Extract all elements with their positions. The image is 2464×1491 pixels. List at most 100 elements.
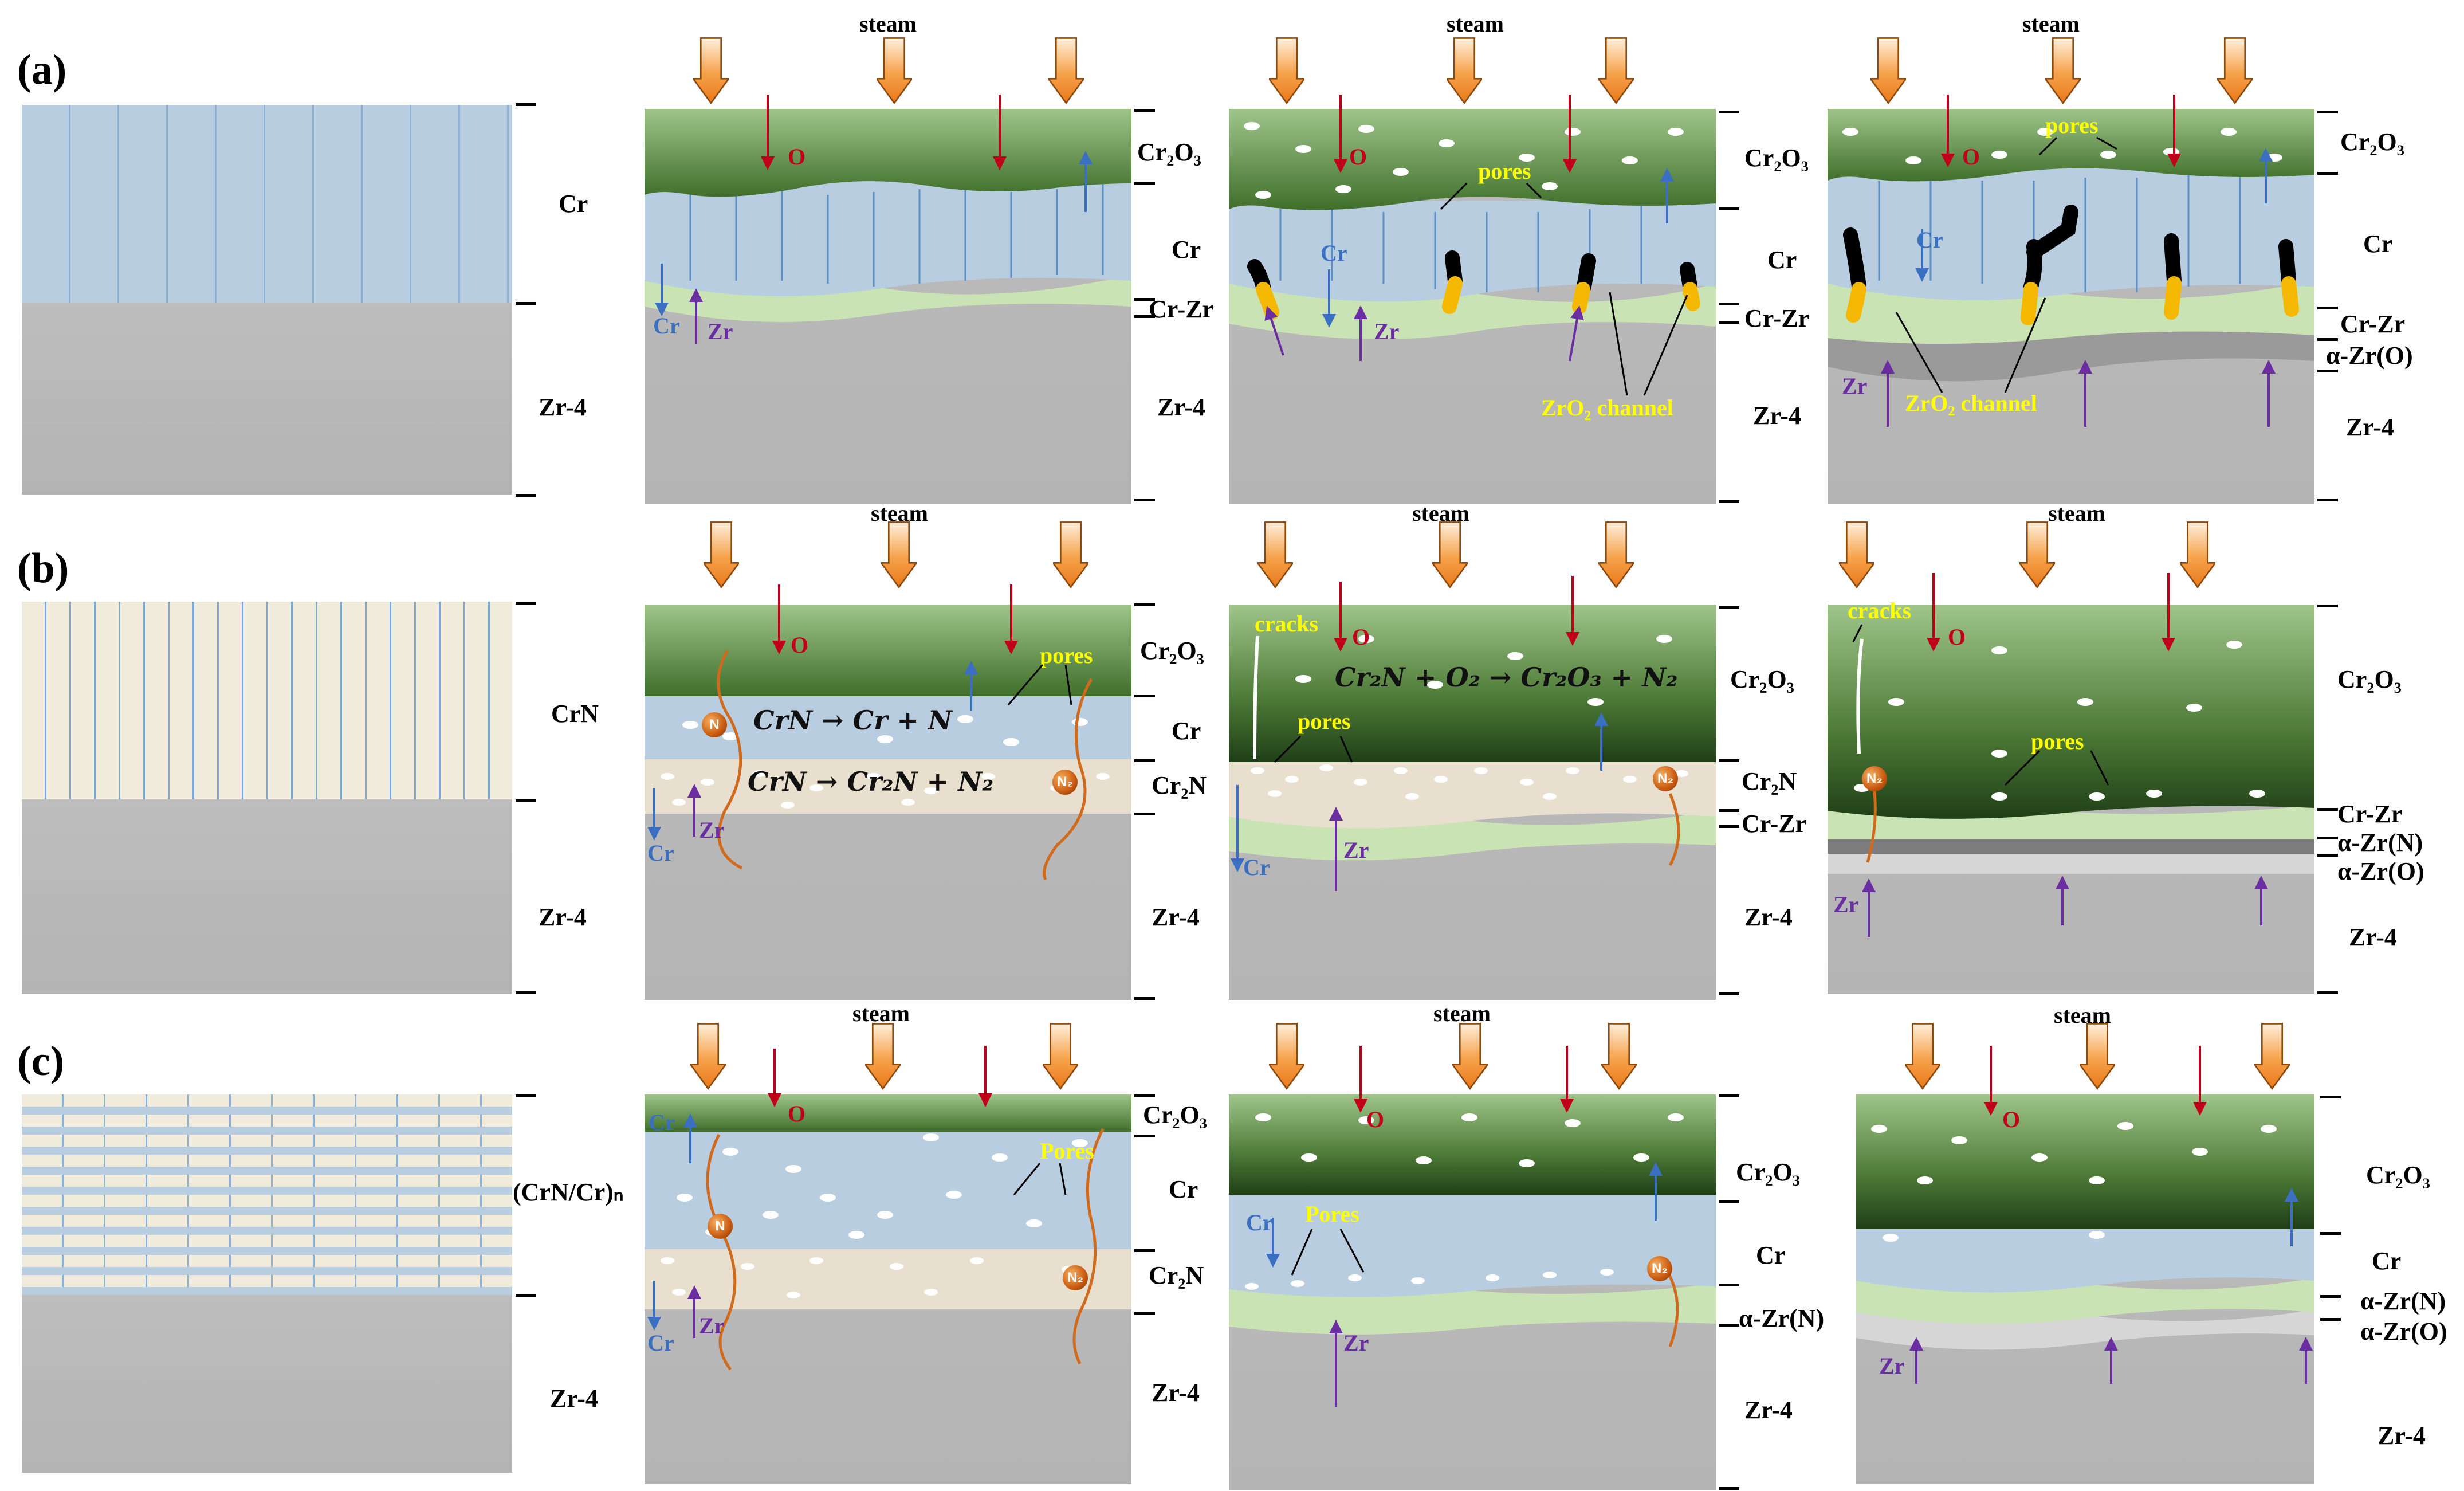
steam-arrow <box>2045 37 2081 104</box>
zr-diffusion-label: Zr <box>1833 892 1859 917</box>
layer-label: Cr₂O₃ <box>1744 144 1809 172</box>
scale-tick <box>1134 603 1155 606</box>
n2-molecule: N₂ <box>1653 766 1678 791</box>
scale-tick <box>516 302 536 305</box>
cr-diffusion-label: Cr <box>1246 1210 1273 1235</box>
nitrogen-path <box>1668 793 1680 866</box>
panel-c1 <box>22 1094 512 1473</box>
cr2o3-oxide-layer <box>645 1094 1131 1132</box>
scale-tick <box>1134 1094 1155 1097</box>
cr-diffusion-label: Cr <box>647 840 674 866</box>
scale-tick <box>1719 1324 1739 1327</box>
scale-tick <box>1719 1487 1739 1490</box>
scale-tick <box>516 1094 536 1097</box>
pores-annotation: Pores <box>1305 1201 1359 1227</box>
panel-c4 <box>1856 1094 2314 1484</box>
layer-label: Cr₂O₃ <box>1140 637 1204 665</box>
pores-annotation: pores <box>2031 728 2084 754</box>
steam-arrow <box>1870 37 1906 104</box>
row-label-b: (b) <box>17 545 69 592</box>
layer-label: α-Zr(O) <box>2360 1317 2447 1345</box>
oxygen-label: O <box>788 1101 806 1127</box>
layer-label: Cr <box>1172 236 1201 264</box>
layer-label: Cr₂O₃ <box>2366 1161 2430 1189</box>
steam-arrow <box>865 1022 901 1090</box>
layer-label: Zr-4 <box>1152 1379 1200 1407</box>
steam-arrow <box>2019 521 2055 588</box>
panel-b1 <box>22 602 512 994</box>
row-label-a: (a) <box>17 46 67 93</box>
scale-tick <box>1719 1200 1739 1203</box>
pores-annotation: pores <box>1298 708 1351 734</box>
pores-annotation: Pores <box>1040 1138 1094 1164</box>
oxygen-label: O <box>2002 1107 2021 1132</box>
nitrogen-paths <box>717 649 1093 881</box>
crn-coating-layer <box>22 602 512 799</box>
scale-tick <box>1719 606 1739 609</box>
steam-arrow <box>693 37 729 104</box>
layer-label: α-Zr(N) <box>2337 829 2423 857</box>
cracks-annotation: cracks <box>1848 598 1912 623</box>
scale-tick <box>1719 500 1739 503</box>
oxygen-label: O <box>1962 144 1980 170</box>
oxygen-label: O <box>788 144 806 170</box>
crack <box>1253 635 1259 760</box>
layer-label: Cr₂O₃ <box>1736 1158 1800 1186</box>
pores-annotation: pores <box>1478 158 1531 184</box>
scale-tick <box>516 799 536 802</box>
reaction-crn-cr: CrN → Cr + N <box>753 705 952 736</box>
cr-diffusion-label: Cr <box>653 313 680 339</box>
cr2o3-oxide-layer <box>645 605 1131 696</box>
scale-tick <box>1134 182 1155 185</box>
panel-a2 <box>645 109 1131 504</box>
nitrogen-paths <box>706 1128 1105 1371</box>
layer-shapes <box>645 605 1131 881</box>
zro2-channel-annotation: ZrO₂ channel <box>1541 395 1673 421</box>
steam-label: steam <box>2048 500 2105 526</box>
scale-tick <box>2317 605 2338 607</box>
steam-arrow <box>2180 521 2215 588</box>
cr-layer <box>645 178 1131 296</box>
pores <box>661 715 1110 809</box>
scale-tick <box>516 103 536 106</box>
scale-tick <box>1134 109 1155 112</box>
scale-tick <box>1719 809 1739 812</box>
steam-arrow <box>1432 521 1468 588</box>
layer-label: CrN <box>551 700 599 728</box>
layer-label: Zr-4 <box>2349 923 2397 951</box>
zr-diffusion-label: Zr <box>699 817 725 843</box>
steam-label: steam <box>859 11 917 37</box>
zr4-substrate-layer <box>22 303 512 495</box>
crn-cr-multilayer <box>22 1094 512 1295</box>
cr-layer <box>1229 201 1716 302</box>
cracks-annotation: cracks <box>1255 611 1319 637</box>
layer-label: Zr-4 <box>1744 1396 1793 1424</box>
layer-label: Cr₂O₃ <box>1137 138 1201 166</box>
scale-tick <box>2317 837 2338 839</box>
alpha-zr-o-layer <box>1828 851 2314 874</box>
layer-label: Zr-4 <box>539 393 587 421</box>
scale-tick <box>516 602 536 605</box>
n2-molecule: N₂ <box>1647 1256 1672 1281</box>
cr-diffusion-label: Cr <box>649 1109 675 1135</box>
pores-annotation: pores <box>2045 112 2098 138</box>
layer-label: Zr-4 <box>1152 903 1200 931</box>
n2-molecule: N₂ <box>1862 766 1887 791</box>
cr2n-layer <box>1229 754 1716 829</box>
scale-tick <box>1719 825 1739 828</box>
scale-tick <box>2320 1318 2341 1321</box>
oxygen-label: O <box>1352 624 1370 650</box>
layer-label: Cr₂O₃ <box>2337 665 2402 693</box>
steam-arrow <box>1601 1022 1637 1090</box>
steam-arrow <box>1447 37 1482 104</box>
layer-label: Cr <box>1169 1175 1198 1203</box>
cr2o3-oxide-layer <box>1229 1094 1716 1195</box>
layer-label: Cr-Zr <box>2340 310 2406 338</box>
scale-tick <box>1134 499 1155 501</box>
zro2-channel-tips <box>1846 276 2299 325</box>
n2-molecule: N₂ <box>1063 1265 1088 1290</box>
steam-arrow <box>1053 521 1088 588</box>
layer-label: Cr <box>559 190 588 218</box>
layer-label: Cr-Zr <box>1149 295 1214 323</box>
